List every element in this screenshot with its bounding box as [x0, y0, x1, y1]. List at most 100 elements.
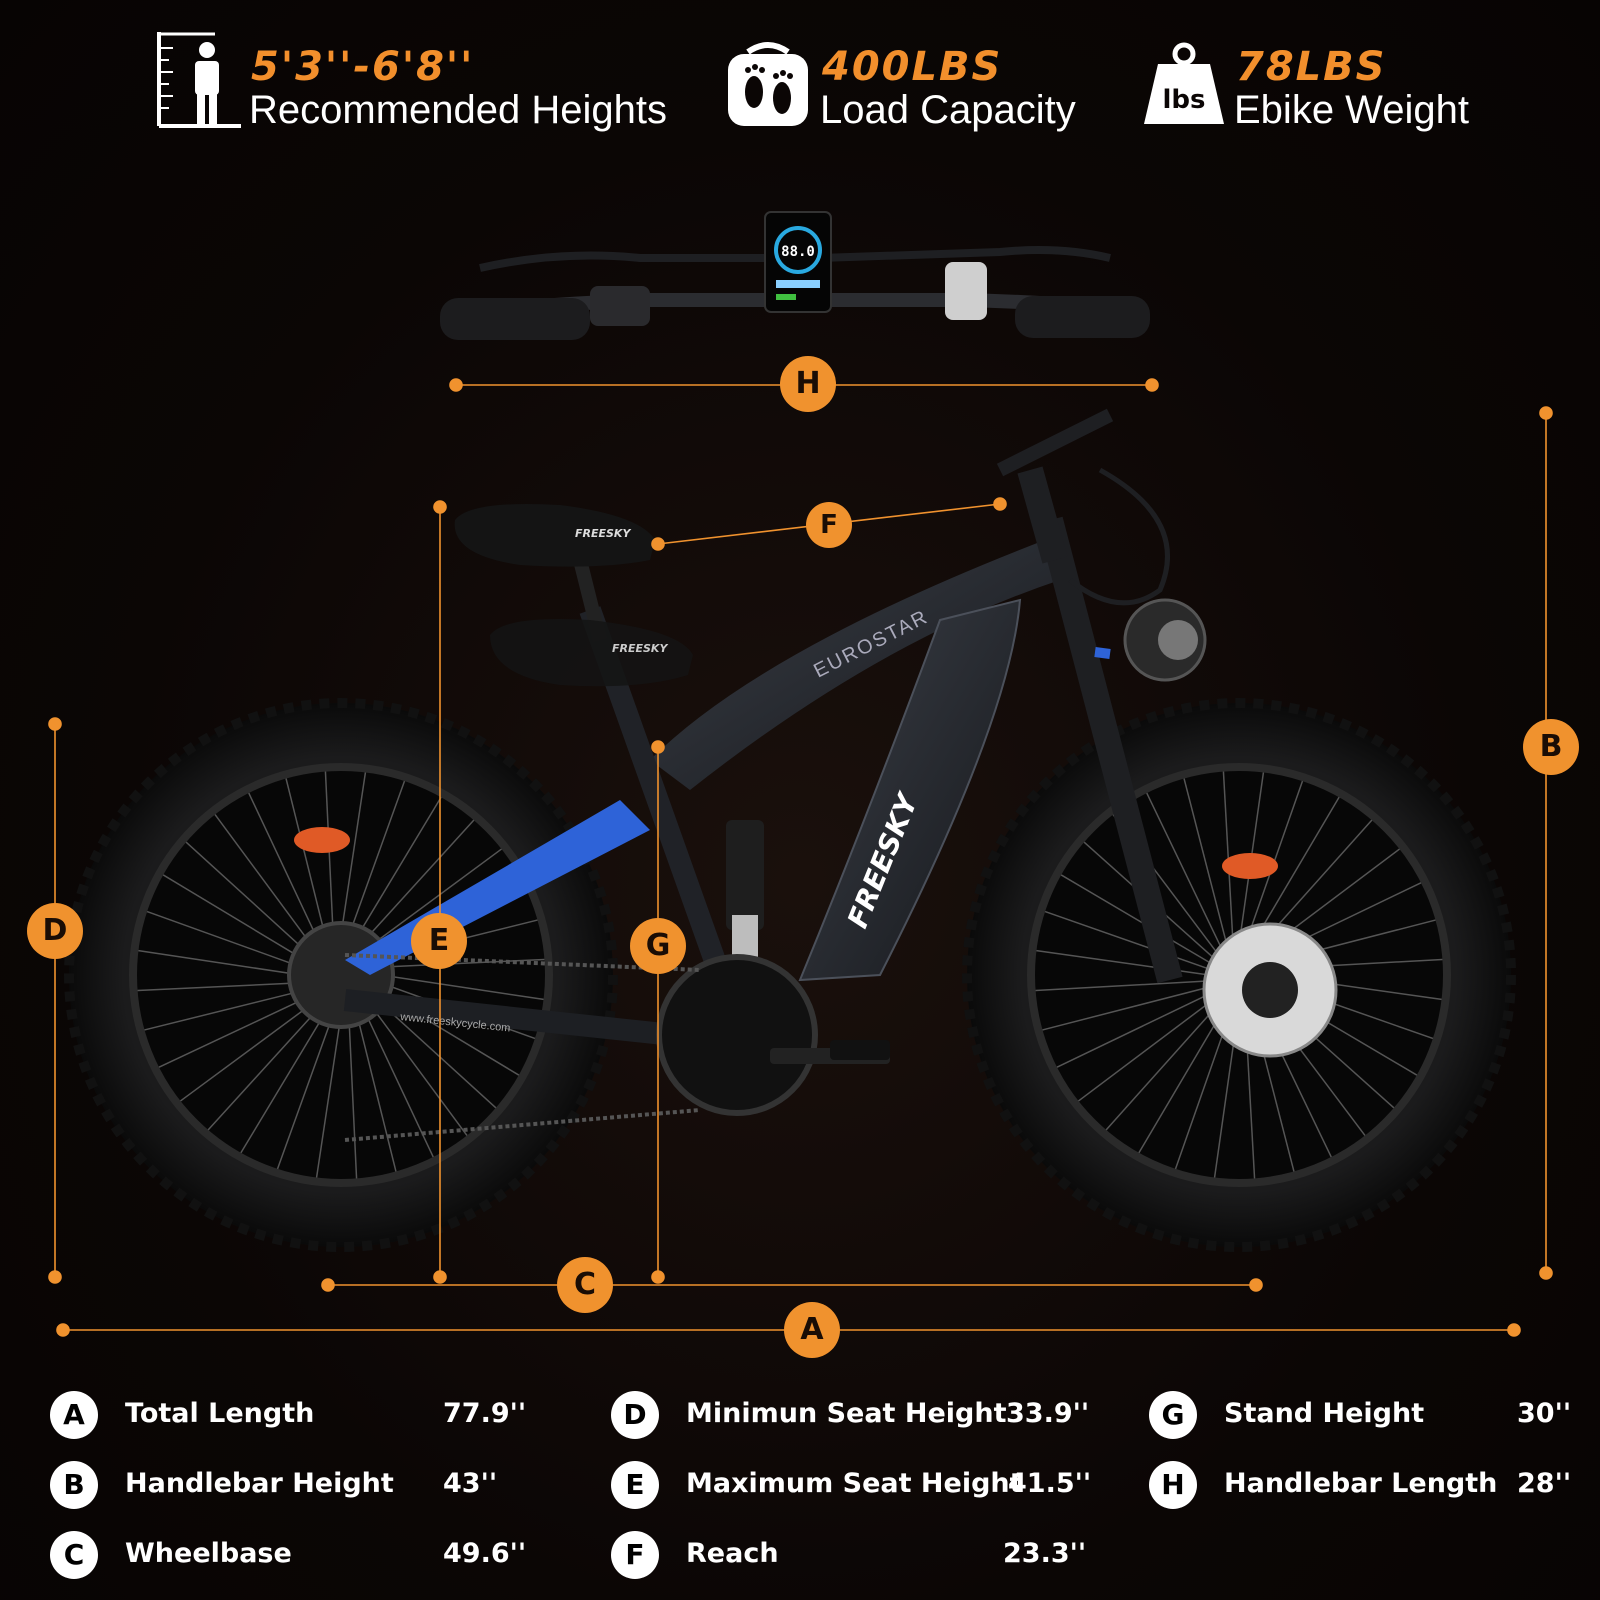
stat-value: 5'3''-6'8'': [251, 44, 475, 90]
wheel-spoke: [1183, 778, 1229, 948]
saddle-min: [490, 619, 693, 687]
saddle-max: [454, 504, 655, 567]
spec-name: Stand Height: [1224, 1398, 1425, 1429]
wheel-spoke: [285, 778, 327, 939]
wheel-spoke: [1105, 999, 1223, 1131]
chainring: [656, 954, 818, 1116]
wheel-spoke: [1146, 792, 1224, 951]
wheel-spoke: [1056, 990, 1215, 1068]
spec-letter: H: [1149, 1461, 1197, 1509]
wheel-spoke: [1249, 796, 1340, 948]
wheel-spoke: [324, 771, 334, 936]
spec-row-c: C Wheelbase 49.6'': [50, 1528, 530, 1582]
stat-label: Load Capacity: [820, 88, 1076, 132]
spec-letter: A: [50, 1391, 98, 1439]
wheel-spoke: [144, 989, 305, 1031]
weight-icon-text: lbs: [1163, 85, 1206, 115]
wheel-spoke: [380, 974, 544, 1001]
spec-row-h: H Handlebar Length 28'': [1149, 1458, 1572, 1512]
dim-badge-d: D: [27, 903, 83, 959]
wheel-spoke: [146, 910, 303, 968]
spec-letter: D: [611, 1391, 659, 1439]
right-grip: [1015, 296, 1150, 338]
spec-value: 28'': [1517, 1468, 1572, 1499]
thumb-shifter: [945, 262, 987, 320]
wheel-spoke: [355, 796, 442, 939]
chain-bottom: [344, 1108, 701, 1142]
top-tube: [650, 540, 1060, 790]
wheel-spoke: [162, 874, 305, 961]
wheel-spoke: [340, 772, 367, 936]
wheel-spoke: [214, 814, 314, 948]
spec-name: Maximum Seat Height: [686, 1468, 1023, 1499]
spec-letter: C: [50, 1531, 98, 1579]
spec-letter: F: [611, 1531, 659, 1579]
spec-value: 43'': [443, 1468, 498, 1499]
wheel-spoke: [348, 1014, 358, 1179]
wheel-spoke: [1044, 910, 1210, 970]
wheel-spoke: [362, 1007, 434, 1158]
left-grip: [440, 298, 590, 340]
wheel-spoke: [348, 780, 406, 937]
spec-value: 33.9'': [1006, 1398, 1090, 1429]
front-wheel: [962, 698, 1516, 1252]
wheel-spoke: [137, 982, 302, 992]
saddle-max-brand: FREESKY: [575, 527, 631, 540]
pedal: [830, 1040, 890, 1060]
stat-value: 78LBS: [1236, 44, 1387, 90]
wheel-spoke: [248, 792, 320, 943]
footprints-scale-icon: [728, 42, 808, 126]
spec-row-b: B Handlebar Height 43'': [50, 1458, 530, 1512]
spec-row-a: A Total Length 77.9'': [50, 1388, 530, 1442]
height-ruler-person-icon: [157, 32, 241, 128]
spec-value: 49.6'': [443, 1538, 527, 1569]
wheel-spoke: [276, 1013, 334, 1170]
spec-name: Handlebar Length: [1224, 1468, 1498, 1499]
rear-wheel: [64, 698, 618, 1252]
wheel-spoke: [158, 996, 309, 1068]
spec-value: 30'': [1517, 1398, 1572, 1429]
dim-badge-h: H: [780, 356, 836, 412]
stat-recommended-heights: 5'3''-6'8'' Recommended Heights: [155, 28, 675, 138]
dim-badge-b: B: [1523, 719, 1579, 775]
ebike-illustration: 88.0 FREESKY EUROSTAR: [48, 211, 1553, 1337]
spec-row-e: E Maximum Seat Height 41.5'': [611, 1458, 1091, 1512]
dim-badge-e: E: [411, 913, 467, 969]
down-tube-battery: [798, 598, 1022, 982]
spec-value: 77.9'': [443, 1398, 527, 1429]
dim-badge-c: C: [557, 1257, 613, 1313]
handlebar-top-view: 88.0: [440, 211, 1150, 340]
stat-ebike-weight: lbs 78LBS Ebike Weight: [1142, 28, 1472, 138]
spec-row-f: F Reach 23.3'': [611, 1528, 1091, 1582]
lbs-weight-icon: lbs: [1144, 42, 1224, 124]
dim-badge-f: F: [806, 502, 852, 548]
wheel-spoke: [368, 1002, 468, 1136]
dim-badge-g: G: [630, 918, 686, 974]
spec-value: 23.3'': [1003, 1538, 1087, 1569]
spec-name: Handlebar Height: [125, 1468, 394, 1499]
wheel-spoke: [1042, 985, 1212, 1031]
stat-label: Ebike Weight: [1234, 88, 1469, 132]
wheel-spoke: [1060, 874, 1212, 965]
left-control-pod: [590, 286, 650, 326]
handlebar-side: [996, 408, 1114, 477]
display-speed-reading: 88.0: [781, 244, 815, 260]
stat-load-capacity: 400LBS Load Capacity: [726, 28, 1086, 138]
spec-letter: B: [50, 1461, 98, 1509]
rear-shock: [726, 820, 764, 930]
brake-cable: [1068, 467, 1170, 606]
dim-badge-a: A: [784, 1302, 840, 1358]
stat-label: Recommended Heights: [249, 88, 667, 132]
spec-row-d: D Minimun Seat Height 33.9'': [611, 1388, 1091, 1442]
spec-letter: G: [1149, 1391, 1197, 1439]
spec-name: Minimun Seat Height: [686, 1398, 1007, 1429]
wheel-spoke: [355, 1011, 397, 1172]
wheel-spoke: [185, 841, 309, 954]
spec-name: Total Length: [125, 1398, 315, 1429]
rear-reflector: [294, 827, 350, 853]
spec-value: 41.5'': [1008, 1468, 1092, 1499]
wheel-spoke: [240, 1011, 327, 1154]
spec-row-g: G Stand Height 30'': [1149, 1388, 1572, 1442]
wheel-spoke: [368, 848, 502, 948]
wheel-spoke: [138, 949, 302, 976]
